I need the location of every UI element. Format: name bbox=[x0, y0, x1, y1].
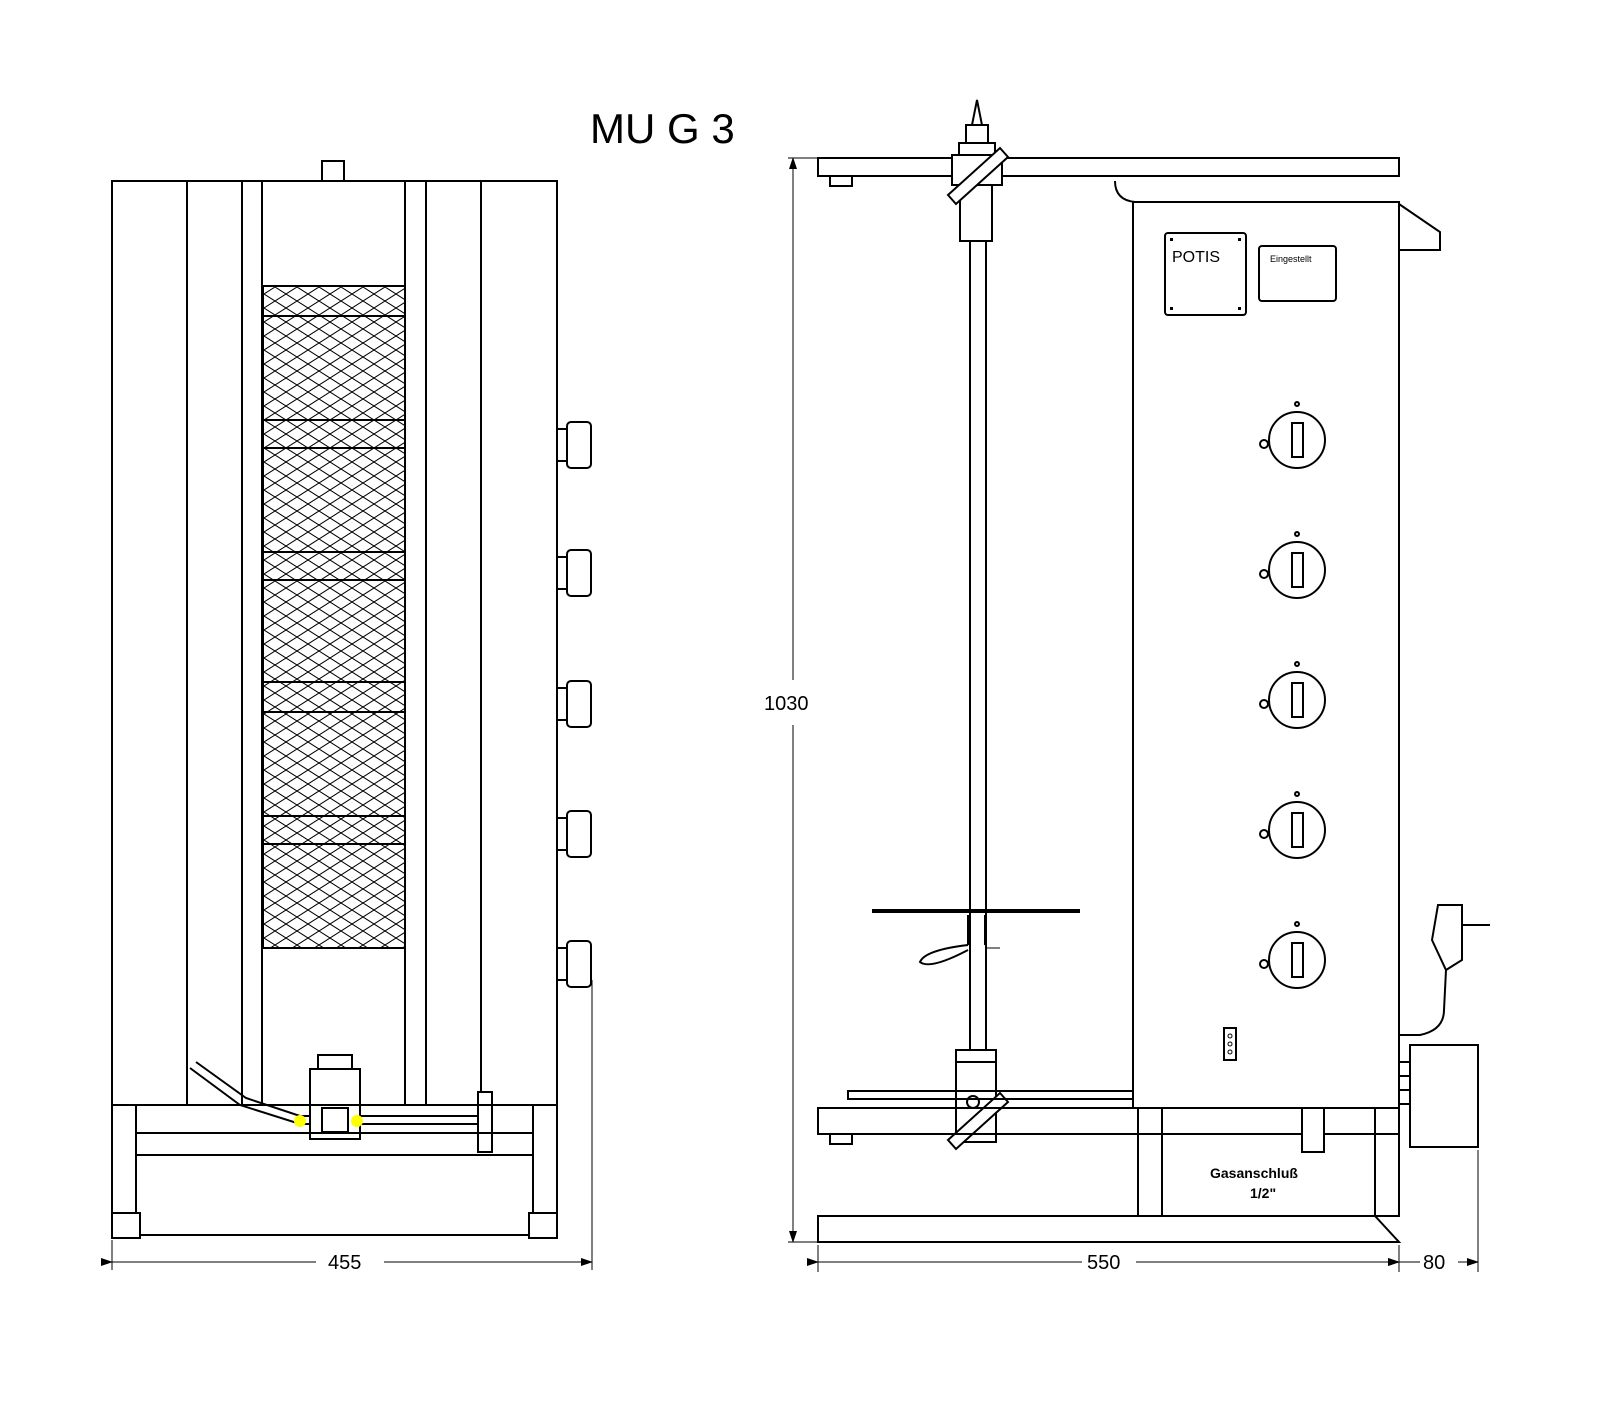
front-width-label: 455 bbox=[328, 1252, 361, 1274]
set-plate-label: Eingestellt bbox=[1270, 254, 1312, 264]
side-extra-label: 80 bbox=[1423, 1252, 1445, 1274]
side-depth-label: 550 bbox=[1087, 1252, 1120, 1274]
dimension-side-depth: 550 80 bbox=[807, 1150, 1479, 1274]
burner-mesh bbox=[262, 285, 406, 949]
dimension-height: 1030 bbox=[764, 157, 818, 1243]
front-knobs bbox=[556, 421, 592, 988]
gas-connection-label-2: 1/2" bbox=[1250, 1185, 1276, 1201]
drawing-title: MU G 3 bbox=[590, 105, 735, 152]
brand-plate-label: POTIS bbox=[1172, 249, 1220, 266]
side-knobs bbox=[1259, 401, 1326, 989]
side-view: POTIS Eingestellt bbox=[817, 99, 1490, 1243]
dimension-front-width: 455 bbox=[101, 980, 593, 1274]
height-label: 1030 bbox=[764, 693, 809, 715]
gas-connection-label-1: Gasanschluß bbox=[1210, 1165, 1298, 1181]
front-view bbox=[111, 160, 592, 1239]
